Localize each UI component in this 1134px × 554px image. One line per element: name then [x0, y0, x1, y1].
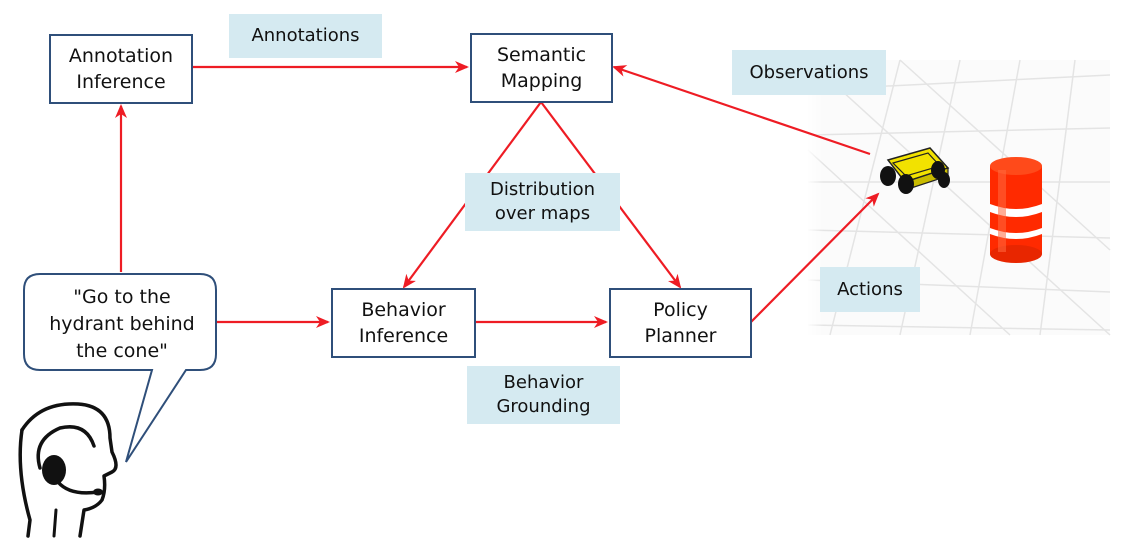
- behavior-inference-line1: Behavior: [361, 299, 446, 321]
- behavior-grounding-line2: Grounding: [496, 396, 591, 417]
- semantic-mapping-line2: Mapping: [500, 70, 583, 92]
- distribution-over-maps-label: Distribution over maps: [465, 173, 620, 231]
- actions-text: Actions: [837, 278, 903, 300]
- annotations-label: Annotations: [229, 14, 382, 58]
- speech-line3: the cone": [76, 340, 168, 362]
- distribution-text-line1: Distribution: [489, 179, 595, 200]
- distribution-text-line2: over maps: [494, 203, 591, 224]
- annotation-inference-node: Annotation Inference: [49, 34, 193, 104]
- policy-planner-line2: Planner: [644, 325, 717, 347]
- semantic-mapping-line1: Semantic: [496, 44, 587, 66]
- speech-line1: "Go to the: [73, 286, 171, 308]
- speech-line2: hydrant behind: [49, 313, 195, 335]
- arrow-policy-to-robot: [750, 192, 880, 323]
- annotation-inference-line2: Inference: [76, 71, 166, 93]
- behavior-inference-node: Behavior Inference: [331, 288, 476, 358]
- policy-planner-node: Policy Planner: [609, 288, 752, 358]
- speech-bubble-text: "Go to the hydrant behind the cone": [28, 284, 216, 365]
- behavior-grounding-line1: Behavior: [503, 372, 584, 393]
- actions-label: Actions: [820, 267, 920, 312]
- observations-label: Observations: [732, 50, 886, 95]
- behavior-inference-line2: Inference: [358, 325, 449, 347]
- arrow-robot-to-mapping: [612, 65, 871, 156]
- policy-planner-line1: Policy: [653, 299, 708, 321]
- operator-headset-icon: [18, 402, 118, 538]
- speech-bubble: [23, 273, 217, 463]
- behavior-grounding-label: Behavior Grounding: [467, 366, 620, 424]
- observations-text: Observations: [749, 61, 869, 83]
- annotation-inference-line1: Annotation: [68, 45, 174, 67]
- robot-icon: [880, 147, 950, 194]
- semantic-mapping-node: Semantic Mapping: [470, 33, 613, 103]
- annotations-text: Annotations: [251, 25, 360, 46]
- traffic-cone-icon: [990, 157, 1042, 263]
